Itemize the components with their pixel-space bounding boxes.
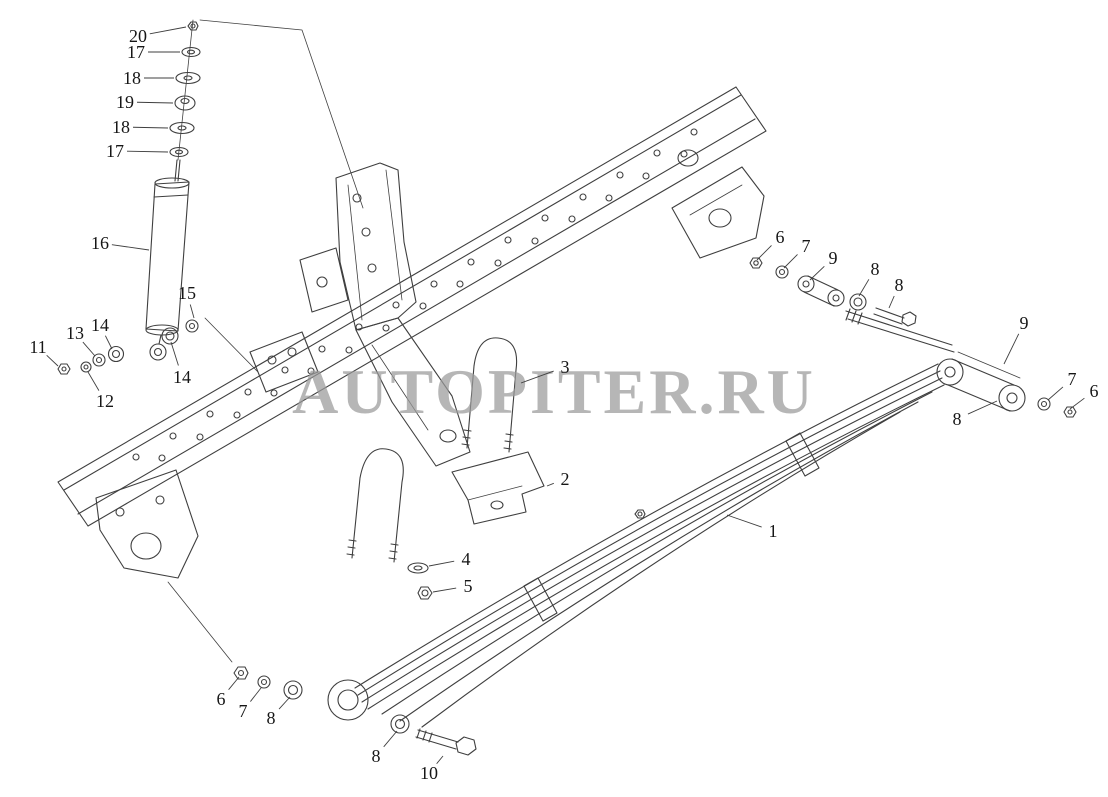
callout-label: 8 [372, 746, 381, 766]
callout-leader [82, 341, 96, 357]
shock-mount-stack [169, 19, 201, 161]
callout-label: 8 [267, 708, 276, 728]
callout-label: 9 [1020, 313, 1029, 333]
callout-leader [432, 587, 457, 593]
callout-label: 15 [178, 283, 196, 303]
callout-leader [46, 354, 59, 367]
callout-leader [756, 245, 772, 261]
rear-hanger-bracket [671, 166, 765, 259]
callout-leader [783, 254, 798, 269]
callout-leader [520, 370, 554, 384]
front-pin-parts [233, 666, 477, 756]
callout-leader [136, 101, 174, 104]
callout-label: 9 [829, 248, 838, 268]
callout-label: 10 [420, 763, 438, 783]
callout-label: 3 [561, 357, 570, 377]
callout-label: 7 [1068, 369, 1077, 389]
callout-label: 6 [776, 227, 785, 247]
callout-label: 7 [239, 701, 248, 721]
callout-label: 18 [123, 68, 141, 88]
callout-leader [228, 676, 240, 690]
callout-leader [436, 755, 444, 765]
shock-lower-mount [204, 317, 319, 393]
assembly-line-stack [199, 19, 364, 209]
upper-link [749, 257, 955, 353]
callout-leader [726, 514, 762, 528]
callout-label: 19 [116, 92, 134, 112]
callout-label: 5 [464, 576, 473, 596]
callout-leader [278, 696, 291, 710]
callout-leader [104, 335, 113, 350]
callout-leader [858, 279, 870, 297]
callout-label: 18 [112, 117, 130, 137]
watermark-text: AUTOPITER.RU [292, 356, 816, 427]
callout-label: 1 [769, 521, 778, 541]
callout-leader [809, 265, 825, 281]
callout-label: 8 [871, 259, 880, 279]
callout-label: 17 [106, 141, 124, 161]
callout-label: 7 [802, 236, 811, 256]
shock-absorber [145, 159, 190, 361]
callout-leader [170, 341, 179, 366]
callout-leader [149, 26, 187, 35]
u-bolt-right [461, 337, 518, 453]
callout-label: 16 [91, 233, 109, 253]
callout-leader [546, 482, 554, 487]
callout-label: 6 [1090, 381, 1099, 401]
callout-label: 20 [129, 26, 147, 46]
callout-label: 6 [217, 689, 226, 709]
callout-label: 11 [29, 337, 46, 357]
callout-label: 2 [561, 469, 570, 489]
callout-label: 8 [953, 409, 962, 429]
callout-label: 4 [462, 549, 471, 569]
u-bolt-left [346, 448, 404, 563]
callout-label: 17 [127, 42, 145, 62]
callout-leader [888, 295, 895, 309]
callout-leader [132, 126, 169, 129]
callout-label: 14 [173, 367, 191, 387]
callout-label: 13 [66, 323, 84, 343]
center-hanger-bracket [299, 162, 471, 467]
callout-leader [1069, 397, 1085, 410]
leaf-spring [327, 363, 945, 728]
callout-leader [250, 687, 262, 702]
callout-leader [967, 400, 998, 415]
callout-leader [189, 304, 195, 319]
frame-rail [57, 86, 767, 527]
spring-seat-bracket [451, 451, 545, 525]
callout-leader [111, 244, 150, 251]
front-hanger-bracket [95, 469, 233, 663]
callout-leader [383, 730, 398, 748]
callout-leader [428, 560, 455, 567]
rear-shackle [936, 351, 1077, 418]
callout-leader [1047, 386, 1064, 401]
callout-label: 14 [91, 315, 109, 335]
callout-leader [87, 371, 100, 391]
washer-and-nut [407, 562, 433, 600]
callout-label: 12 [96, 391, 114, 411]
callout-leader [126, 150, 169, 153]
callout-label: 8 [895, 275, 904, 295]
callout-leader [1003, 333, 1020, 365]
left-bushings [57, 319, 199, 375]
